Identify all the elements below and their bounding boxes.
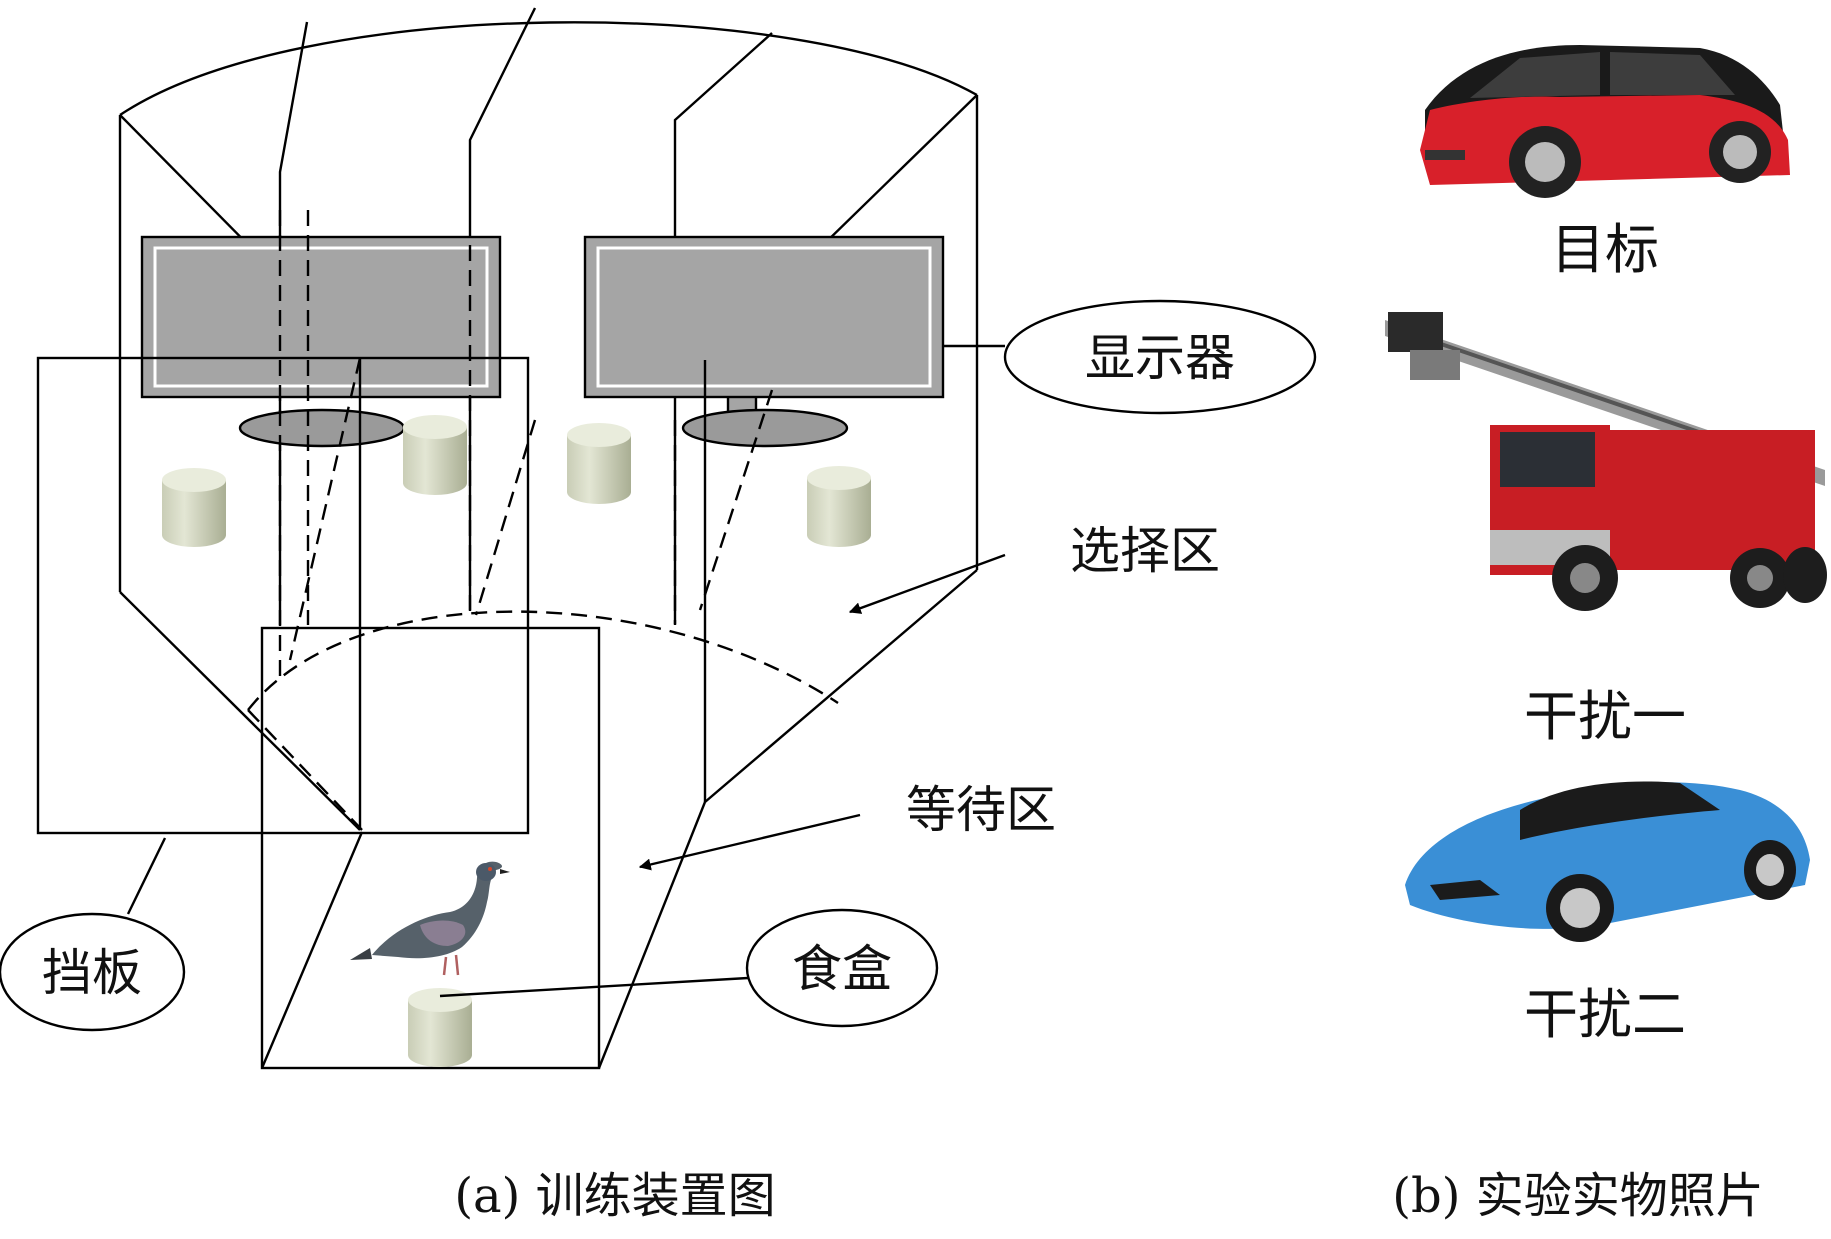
- monitor-left-stand: [238, 408, 406, 448]
- waiting-zone-arrow: [638, 813, 861, 871]
- pigeon-image: [350, 861, 510, 976]
- distractor-two-label: 干扰二: [1524, 983, 1686, 1046]
- food-cylinder: [162, 468, 226, 547]
- display-callout: [1003, 299, 1317, 415]
- choice-zone-arrow: [848, 553, 1006, 614]
- monitor-right-stand: [681, 408, 849, 448]
- choice-area-boundary: [247, 610, 839, 711]
- baffle-label: 挡板: [42, 944, 142, 1002]
- distractor-one-image: [1385, 312, 1827, 611]
- food-cylinder: [807, 466, 871, 547]
- target-label: 目标: [1551, 218, 1659, 281]
- waiting-zone-label: 等待区: [906, 781, 1056, 839]
- waiting-box-front: [260, 626, 601, 1070]
- baffle-callout: [0, 912, 186, 1032]
- caption-a: (a) 训练装置图: [454, 1168, 775, 1224]
- apparatus-diagram: [0, 7, 1317, 1070]
- display-label: 显示器: [1085, 329, 1235, 387]
- food-box-leader-line: [439, 976, 749, 998]
- baffle: [36, 356, 530, 835]
- target-car-image: [1420, 45, 1790, 198]
- food-box: [408, 988, 472, 1067]
- monitor-right: [583, 235, 945, 448]
- food-cylinder: [567, 423, 631, 504]
- hidden-lines: [247, 210, 839, 831]
- choice-zone-label: 选择区: [1070, 522, 1220, 580]
- food-box-label: 食盒: [792, 940, 892, 998]
- food-box-callout: [745, 908, 939, 1028]
- distractor-two-image: [1405, 781, 1810, 942]
- food-cylinder: [403, 415, 467, 495]
- baffle-leader-line: [126, 837, 167, 915]
- photos-panel: 目标 干扰一 干扰二 (b): [1385, 45, 1827, 1224]
- monitor-left: [140, 235, 502, 448]
- caption-b: (b) 实验实物照片: [1392, 1168, 1763, 1224]
- distractor-one-label: 干扰一: [1524, 685, 1686, 748]
- enclosure-top-arc: [119, 21, 978, 116]
